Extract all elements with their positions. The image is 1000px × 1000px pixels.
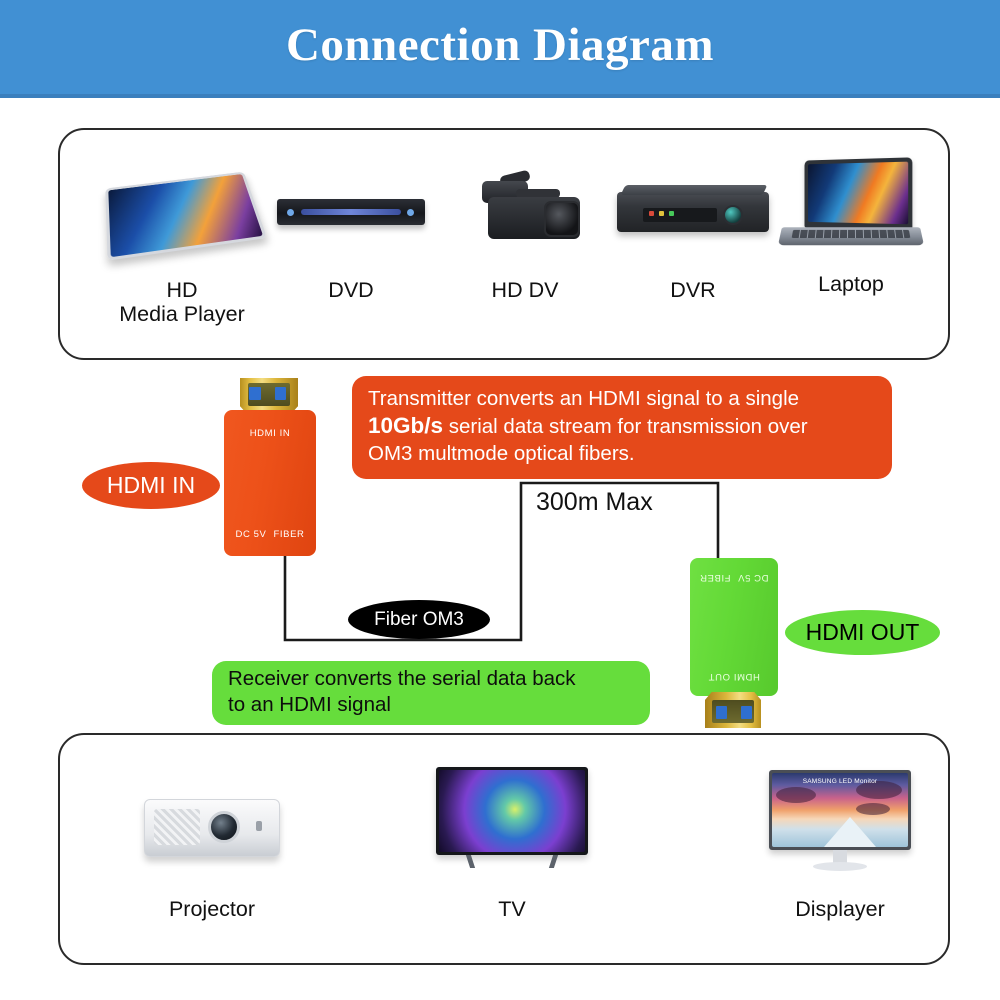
monitor-stand [833,850,847,864]
hdmi-plug-pin [716,706,727,718]
hdmi-plug-pin [741,706,752,718]
device-dvr: DVR [598,152,788,302]
hdmi-fiber-receiver: DC 5V FIBER HDMI OUT [690,558,778,728]
dvd-player-icon [277,199,425,225]
source-devices-panel: HD Media Player DVD [58,128,950,360]
transmitter-callout-line2: serial data stream for transmission over [443,415,808,439]
device-label: HD DV [491,278,559,302]
dvr-jog-dial [723,205,743,225]
monitor-icon: SAMSUNG LED Monitor [769,770,911,874]
page-title: Connection Diagram [285,19,715,71]
monitor-base [813,862,867,871]
projector-lens [208,811,240,843]
receiver-callout-line1: Receiver converts the serial data back [228,666,576,690]
tv-stand [466,855,558,867]
projector-vent [154,809,200,845]
receiver-hdmi-port-label: HDMI OUT [708,671,760,682]
dvd-tray [301,209,401,215]
device-projector: Projector [104,765,320,921]
receiver-power-label: DC 5V [737,572,769,583]
device-label: HD Media Player [119,278,245,327]
device-hd-media-player: HD Media Player [82,152,282,326]
hdmi-out-badge: HDMI OUT [785,610,940,655]
device-label: Projector [168,897,256,921]
transmitter-callout: Transmitter converts an HDMI signal to a… [352,376,892,480]
device-label: Laptop [818,272,884,296]
receiver-callout: Receiver converts the serial data back t… [212,661,650,725]
dvd-indicator [407,209,414,216]
transmitter-fiber-label: FIBER [273,529,305,540]
dvr-icon [617,185,769,232]
projector-control [256,821,262,831]
transmitter-callout-line1: Transmitter converts an HDMI signal to a… [368,387,800,410]
monitor-screen: SAMSUNG LED Monitor [772,773,908,847]
tv-icon [436,767,588,871]
dvr-led [659,211,664,216]
device-label: DVD [328,278,374,302]
receiver-body: DC 5V FIBER HDMI OUT [690,558,778,696]
hdmi-plug-icon [240,378,298,414]
transmitter-body: HDMI IN DC 5V FIBER [224,410,316,556]
hdmi-fiber-transmitter: HDMI IN DC 5V FIBER [224,378,316,556]
projector-icon [144,799,280,857]
dvr-led [669,211,674,216]
camcorder-handle [516,189,560,198]
device-laptop: Laptop [766,144,936,296]
hdmi-plug-pin [274,387,287,400]
device-tv: TV [404,747,620,921]
hdmi-plug-icon [705,692,761,728]
hdmi-out-badge-label: HDMI OUT [805,619,920,645]
device-label: Displayer [795,897,885,921]
fiber-om3-badge: Fiber OM3 [348,600,490,639]
distance-label: 300m Max [536,488,653,516]
monitor-wallpaper-peak [823,817,876,847]
hdmi-in-badge: HDMI IN [82,462,220,509]
transmitter-power-label: DC 5V [235,529,267,540]
receiver-callout-line2: to an HDMI signal [228,693,391,716]
transmitter-callout-line3: OM3 multmode optical fibers. [368,442,635,466]
hdmi-plug-pin [249,387,261,400]
receiver-fiber-label: FIBER [699,572,731,583]
device-hd-dv: HD DV [430,146,620,302]
monitor-osd-label: SAMSUNG LED Monitor [802,778,878,785]
header-banner [0,0,1000,94]
transmitter-hdmi-port-label: HDMI IN [249,428,291,439]
camcorder-lens [544,201,580,237]
device-label: TV [498,897,526,921]
monitor-panel: SAMSUNG LED Monitor [769,770,911,850]
camcorder-icon [466,169,584,245]
tv-panel [436,767,588,855]
dvr-led [649,211,654,216]
device-dvd: DVD [256,152,446,302]
hdmi-in-badge-label: HDMI IN [106,472,196,498]
dvd-indicator [287,209,294,216]
transmitter-callout-highlight: 10Gb/s [368,413,444,439]
fiber-om3-badge-label: Fiber OM3 [374,608,464,630]
display-devices-panel: Projector TV [58,733,950,965]
device-displayer: SAMSUNG LED Monitor Displayer [732,753,948,921]
tv-screen [439,770,585,852]
device-label: DVR [670,278,716,302]
header-divider [0,94,1000,98]
